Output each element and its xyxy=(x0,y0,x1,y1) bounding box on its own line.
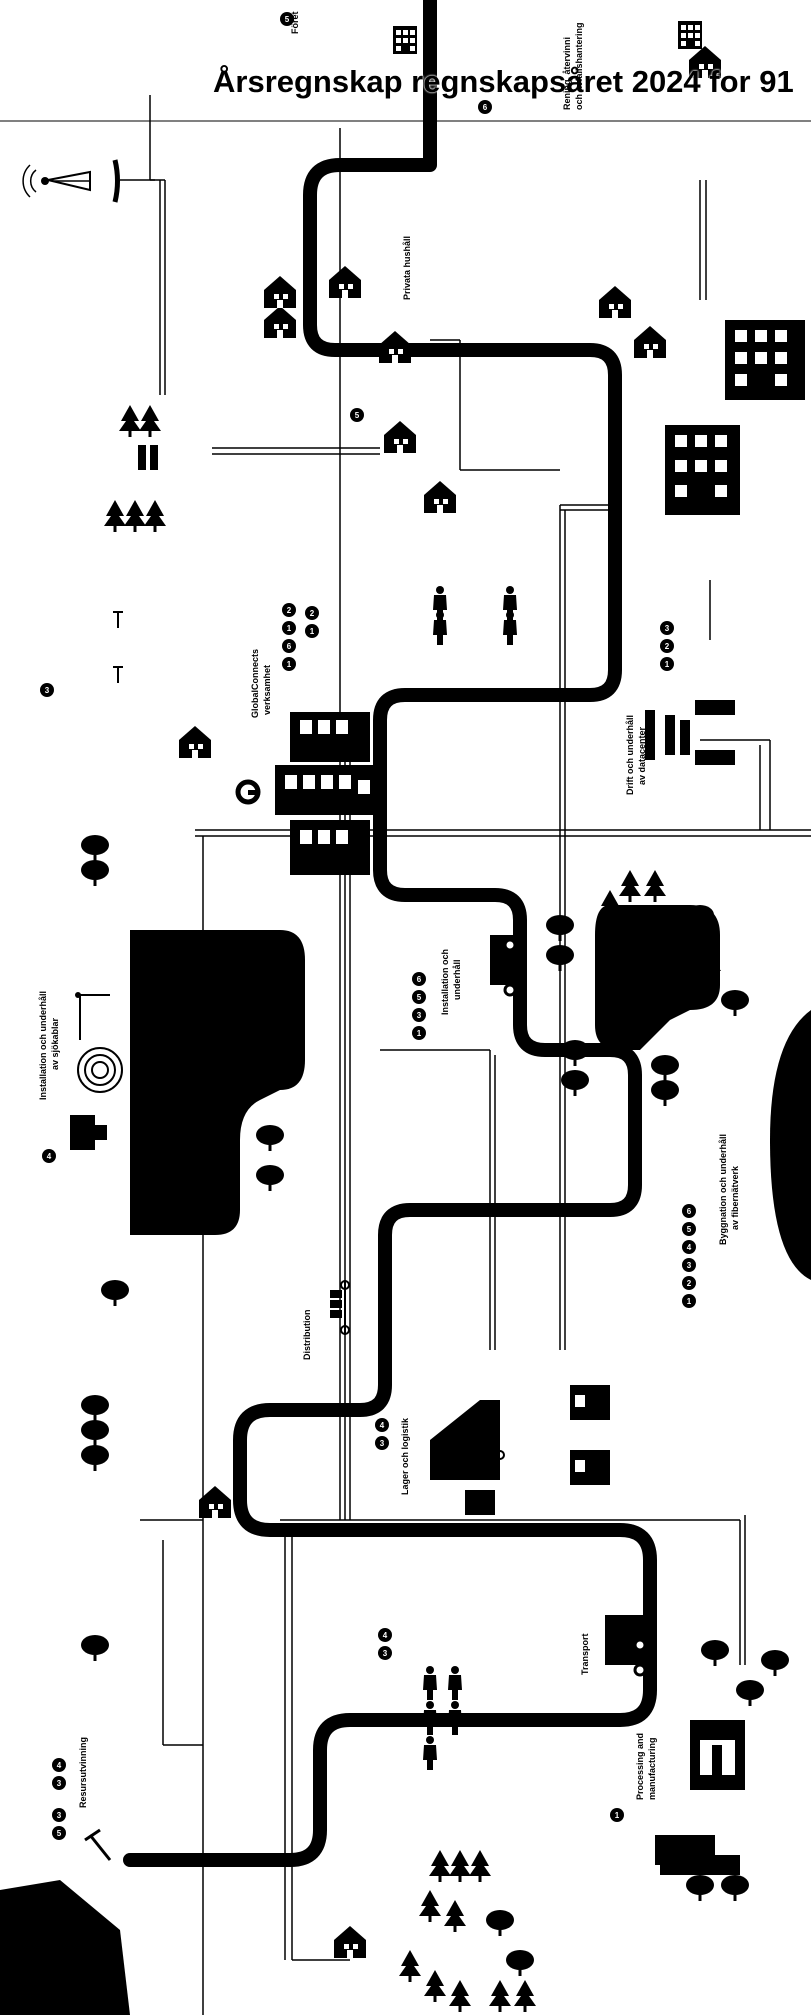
badge: 5 xyxy=(412,990,426,1004)
label-datacenter-2: av datacenter xyxy=(637,727,648,785)
badges-global-row2: 1 2 xyxy=(305,606,319,638)
badge: 4 xyxy=(378,1628,392,1642)
label-sjokablar-1: Installation och underhåll xyxy=(38,991,49,1100)
badge: 4 xyxy=(42,1149,56,1163)
badge: 2 xyxy=(682,1276,696,1290)
badge: 3 xyxy=(660,621,674,635)
badge: 5 xyxy=(682,1222,696,1236)
label-globalconnect-1: GlobalConnects xyxy=(250,649,261,718)
badge: 5 xyxy=(52,1826,66,1840)
badge: 1 xyxy=(282,621,296,635)
badge: 6 xyxy=(478,100,492,114)
badge: 1 xyxy=(682,1294,696,1308)
badges-atervinning: 6 xyxy=(478,100,492,114)
warehouse-icon xyxy=(430,1400,504,1515)
badge: 3 xyxy=(52,1808,66,1822)
badges-foretag: 5 xyxy=(280,12,294,26)
label-fibernatverk-1: Byggnation och underhåll xyxy=(718,1134,729,1245)
cell-tower-icon xyxy=(23,160,117,202)
badges-privata: 5 xyxy=(350,408,364,422)
badge: 6 xyxy=(682,1204,696,1218)
badges-sjokablar: 4 xyxy=(42,1149,56,1163)
label-atervinning-1: Rening, återvinni xyxy=(562,37,573,110)
data-center-icon xyxy=(645,700,735,765)
label-processing-1: Processing and xyxy=(635,1733,646,1800)
badge: 5 xyxy=(350,408,364,422)
badge: 1 xyxy=(610,1808,624,1822)
label-privata-hushall: Privata hushåll xyxy=(402,236,413,300)
people-icon xyxy=(423,586,517,1770)
label-distribution: Distribution xyxy=(302,1310,313,1361)
badge: 2 xyxy=(660,639,674,653)
solar-panel-icon xyxy=(138,445,158,470)
badge: 5 xyxy=(280,12,294,26)
label-fibernatverk-2: av fibernätverk xyxy=(730,1166,741,1230)
badges-resurs-row1: 3 4 xyxy=(52,1758,66,1790)
label-resursutvinning: Resursutvinning xyxy=(78,1737,89,1808)
label-datacenter-1: Drift och underhåll xyxy=(625,715,636,795)
badges-processing: 1 xyxy=(610,1808,624,1822)
badge: 3 xyxy=(40,683,54,697)
badges-transport: 3 4 xyxy=(378,1628,392,1660)
badge: 1 xyxy=(660,657,674,671)
badge: 1 xyxy=(412,1026,426,1040)
badge: 6 xyxy=(282,639,296,653)
badges-lager: 3 4 xyxy=(375,1418,389,1450)
page-title: Årsregnskap regnskapsåret 2024 for 91 xyxy=(213,62,811,102)
badge: 3 xyxy=(378,1646,392,1660)
badge: 3 xyxy=(412,1008,426,1022)
factory-icon xyxy=(655,1720,745,1875)
label-globalconnect-2: verksamhet xyxy=(262,665,273,715)
badges-installation: 1 3 5 6 xyxy=(412,972,426,1040)
badge: 2 xyxy=(305,606,319,620)
badge: 6 xyxy=(412,972,426,986)
signpost-icon xyxy=(113,611,123,683)
badge: 3 xyxy=(52,1776,66,1790)
badges-datacenter: 1 2 3 xyxy=(660,621,674,671)
badges-left-3: 3 xyxy=(40,683,54,697)
label-installation-2: underhåll xyxy=(452,959,463,1000)
globalconnect-building-icon xyxy=(275,712,375,875)
badge: 3 xyxy=(682,1258,696,1272)
label-atervinning-2: och avfallshantering xyxy=(574,22,585,110)
label-installation-1: Installation och xyxy=(440,949,451,1015)
badge: 1 xyxy=(305,624,319,638)
badge: 3 xyxy=(375,1436,389,1450)
badge: 2 xyxy=(282,603,296,617)
store-icon xyxy=(570,1385,610,1485)
label-lager-logistik: Lager och logistik xyxy=(400,1418,411,1495)
ship-icon xyxy=(70,992,122,1150)
badge: 4 xyxy=(682,1240,696,1254)
badges-fibernatverk: 1 2 3 4 5 6 xyxy=(682,1204,696,1308)
badge: 4 xyxy=(52,1758,66,1772)
globalconnect-logo-icon xyxy=(238,782,260,802)
label-sjokablar-2: av sjökablar xyxy=(50,1018,61,1070)
mine-icon xyxy=(0,1830,130,2015)
label-processing-2: manufacturing xyxy=(647,1737,658,1800)
badges-resurs-row2: 5 3 xyxy=(52,1808,66,1840)
badge: 4 xyxy=(375,1418,389,1432)
badge: 1 xyxy=(282,657,296,671)
badges-global-row1: 1 6 1 2 xyxy=(282,603,296,671)
label-transport: Transport xyxy=(580,1633,591,1675)
